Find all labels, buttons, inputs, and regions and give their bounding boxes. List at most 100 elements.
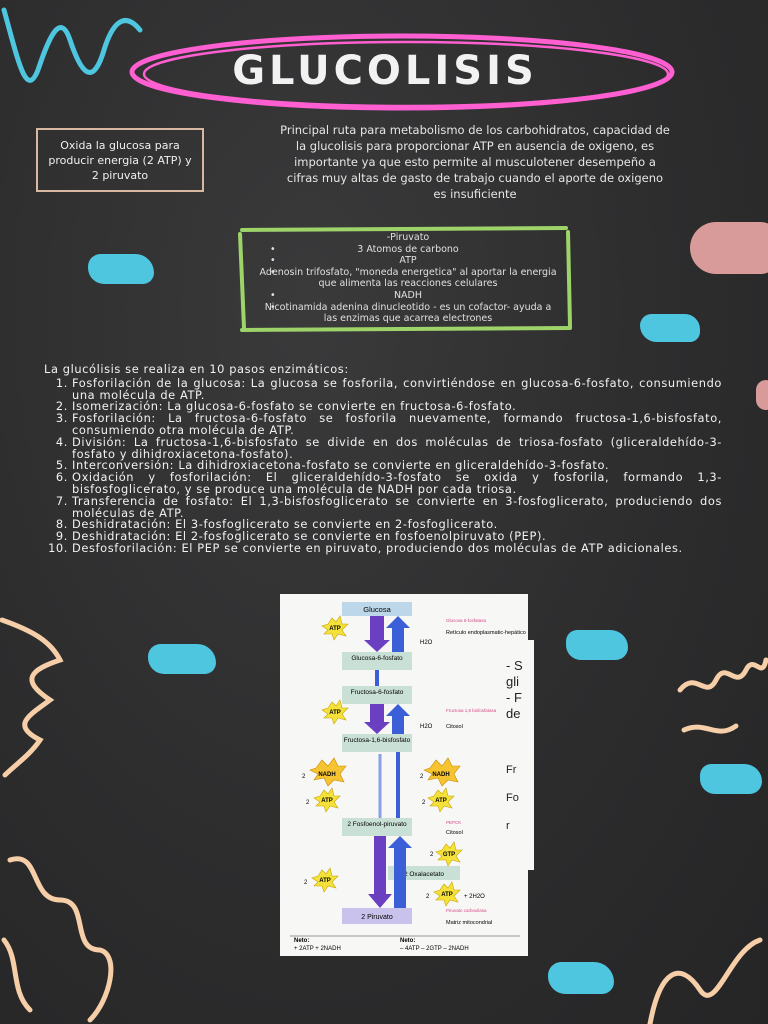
atp-badge-icon: ATP — [427, 787, 455, 813]
step-text: Deshidratación: El 3-fosfoglicerato se c… — [72, 517, 498, 532]
cyan-blob-decoration — [640, 314, 700, 342]
step-text: Deshidratación: El 2-fosfoglicerato se c… — [72, 529, 547, 544]
bullet-icon: • — [270, 301, 276, 313]
nadh-badge-icon: NADH — [309, 757, 347, 787]
svg-text:ATP: ATP — [319, 878, 331, 884]
box-fosfoenolpiruvato — [342, 818, 412, 836]
box-oxalacetato-label: 2 Oxalacetato — [404, 871, 444, 878]
cyan-blob-decoration — [548, 962, 614, 994]
green-frame-decoration — [238, 226, 572, 332]
cyan-blob-decoration — [148, 644, 216, 674]
box-fructosa-bisfosfato-label: Fructosa-1,6-bisfosfato — [344, 737, 411, 744]
step-number: 7. — [55, 493, 68, 508]
net-left-label: Neto: — [294, 938, 309, 944]
box-glucosa-6-fosfato-label: Glucosa-6-fosfato — [351, 655, 403, 662]
bullet-icon: • — [270, 243, 276, 255]
diagram-svg: Glucosa Glucosa-6-fosfato Fructosa-6-fos… — [290, 602, 526, 952]
svg-text:ATP: ATP — [441, 892, 453, 898]
location-label: Citosol — [446, 724, 463, 730]
water-label: + 2H2O — [464, 894, 485, 900]
water-label: H2O — [420, 724, 433, 730]
net-left-value: + 2ATP + 2NADH — [294, 946, 341, 952]
enzyme-label: Glucosa 6-fosfatasa — [446, 618, 487, 623]
step-text: Fosforilación de la glucosa: La glucosa … — [72, 375, 722, 402]
atp-badge-icon: ATP — [433, 881, 461, 907]
title-ring-decoration — [129, 33, 675, 111]
cyan-blob-decoration — [700, 764, 762, 794]
step-item: 8. Deshidratación: El 3-fosfoglicerato se… — [44, 517, 722, 532]
step-item: 5. Interconversión: La dihidroxiacetona-f… — [44, 458, 722, 473]
count-label: 2 — [422, 800, 426, 806]
intro-paragraph: Principal ruta para metabolismo de los c… — [280, 123, 670, 201]
svg-text:ATP: ATP — [321, 798, 333, 804]
partial-text-line: r — [506, 820, 510, 832]
nadh-badge-icon: NADH — [423, 757, 461, 787]
step-number: 4. — [55, 434, 68, 449]
steps-section: La glucólisis se realiza en 10 pasos enz… — [44, 362, 722, 555]
cyan-squiggle-decoration — [1, 7, 143, 83]
bullet-icon: • — [270, 255, 276, 267]
atp-badge-icon: ATP — [321, 615, 349, 641]
down-arrows — [364, 616, 392, 908]
net-right-label: Neto: — [400, 938, 415, 944]
step-number: 5. — [55, 458, 68, 473]
peach-squiggle-bottom-left-decoration — [1, 856, 114, 1023]
location-label: Matriz mitocondrial — [446, 920, 492, 926]
enzyme-label: Piruvato carboxilasa — [446, 908, 487, 913]
steps-list: 1.Fosforilación de la glucosa: La glucos… — [44, 375, 722, 555]
svg-text:NADH: NADH — [432, 772, 449, 778]
steps-intro: La glucólisis se realiza en 10 pasos enz… — [44, 362, 349, 376]
page-title: GLUCOLISIS — [232, 48, 538, 94]
key-term-item: -Piruvato — [258, 232, 558, 244]
step-item: 9. Deshidratación: El 2-fosfoglicerato se… — [44, 529, 722, 544]
enzyme-label: Fructosa 1,6 bisfosfatasa — [446, 708, 497, 713]
step-item: 1.Fosforilación de la glucosa: La glucos… — [44, 375, 722, 402]
step-number: 9. — [55, 529, 68, 544]
partial-text-line: Fo — [506, 792, 519, 804]
bullet-icon: • — [270, 289, 276, 301]
partial-text-line: - F — [506, 690, 522, 705]
step-item: 2. Isomerización: La glucosa-6-fosfato se… — [44, 399, 722, 414]
partial-text-line: Fr — [506, 764, 517, 776]
step-item: 6.Oxidación y fosforilación: El gliceral… — [44, 471, 722, 496]
step-item: 10. Desfosforilación: El PEP se convierte… — [44, 540, 722, 555]
box-fructosa-bisfosfato — [342, 734, 412, 752]
location-label: Retículo endoplasmatic-hepático — [446, 630, 526, 636]
key-term-text: 3 Atomos de carbono — [357, 243, 459, 255]
key-term-text: Adenosin trifosfato, "moneda energetica"… — [259, 266, 557, 290]
pink-blob-decoration — [690, 222, 768, 274]
svg-text:NADH: NADH — [318, 772, 335, 778]
key-term-item: • ATP — [258, 255, 558, 267]
key-term-text: -Piruvato — [386, 232, 430, 243]
key-term-item: •Adenosin trifosfato, "moneda energetica… — [258, 267, 558, 290]
count-label: 2 — [420, 774, 424, 780]
net-right-value: – 4ATP – 2GTP – 2NADH — [400, 946, 469, 952]
key-term-item: • 3 Atomos de carbono — [258, 244, 558, 256]
water-label: H2O — [420, 640, 433, 646]
box-fosfoenolpiruvato-label: 2 Fosfoenol-piruvato — [347, 821, 407, 828]
step-item: 7.Transferencia de fosfato: El 1,3-bisfo… — [44, 493, 722, 520]
key-term-text: NADH — [393, 289, 423, 301]
gtp-badge-icon: GTP — [435, 841, 463, 867]
box-fructosa-6-fosfato-label: Fructosa-6-fosfato — [351, 689, 404, 696]
box-glucosa-label: Glucosa — [363, 605, 391, 614]
svg-text:ATP: ATP — [435, 798, 447, 804]
step-text: Interconversión: La dihidroxiacetona-fos… — [72, 458, 610, 473]
cyan-blob-decoration — [88, 254, 154, 284]
key-term-item: • NADH — [258, 290, 558, 302]
count-label: 2 — [302, 774, 306, 780]
step-number: 2. — [55, 399, 68, 414]
bullet-icon: • — [270, 266, 276, 278]
key-term-text: ATP — [399, 255, 417, 267]
step-text: Isomerización: La glucosa-6-fosfato se c… — [72, 399, 517, 414]
box-fructosa-6-fosfato — [342, 686, 412, 704]
step-text: Desfosforilación: El PEP se convierte en… — [72, 540, 683, 555]
box-piruvato-label: 2 Piruvato — [361, 914, 393, 921]
count-label: 2 — [304, 880, 308, 886]
glycolysis-diagram: Glucosa Glucosa-6-fosfato Fructosa-6-fos… — [280, 594, 528, 956]
up-arrows — [375, 616, 412, 908]
step-number: 8. — [55, 517, 68, 532]
box-glucosa — [342, 602, 412, 616]
step-number: 10. — [48, 540, 68, 555]
